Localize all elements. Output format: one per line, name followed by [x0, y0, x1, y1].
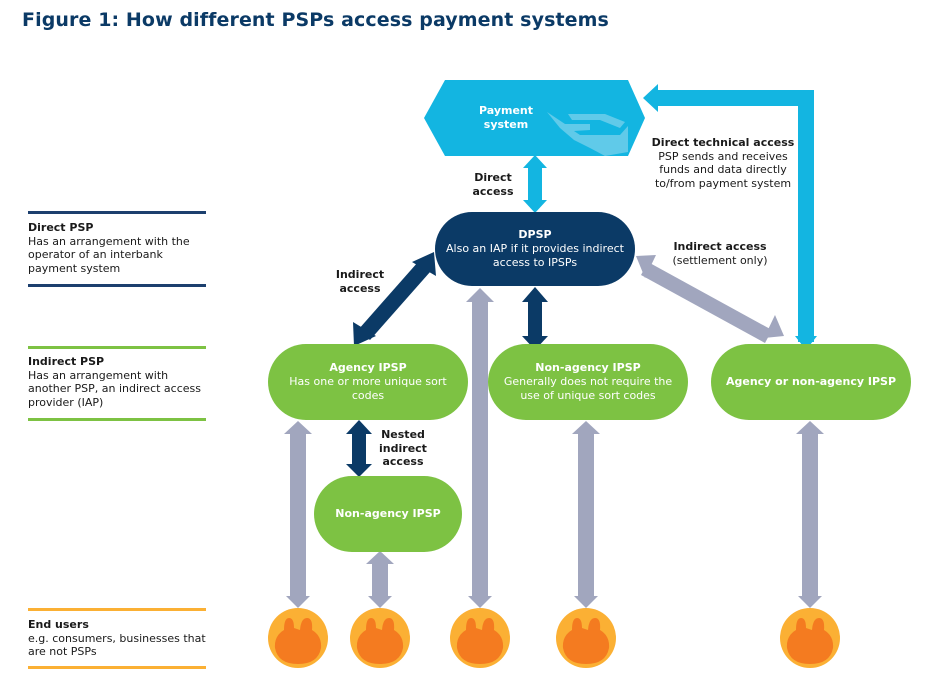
legend-end-rule-top: [28, 608, 206, 611]
legend-end-users-text: e.g. consumers, businesses that are not …: [28, 631, 206, 659]
legend-indirect-text: Has an arrangement with another PSP, an …: [28, 368, 202, 409]
nested-non-agency-ipsp-heading: Non-agency IPSP: [335, 507, 441, 520]
indirect-settlement-label: Indirect access (settlement only): [660, 240, 780, 267]
dpsp-to-non-agency-arrow: [522, 287, 548, 350]
non-agency-ipsp-heading: Non-agency IPSP: [535, 361, 641, 374]
dpsp-node: [435, 212, 635, 286]
direct-access-label: Direct access: [472, 171, 514, 198]
non-agency-ipsp-text: Generally does not require the use of un…: [503, 375, 673, 402]
legend-indirect-rule-bottom: [28, 418, 206, 421]
nested-access-label: Nested indirect access: [379, 428, 427, 468]
legend-indirect-rule-top: [28, 346, 206, 349]
indirect-settlement-text: (settlement only): [672, 253, 768, 267]
payment-system-label: Payment system: [470, 96, 542, 140]
people-silhouette: [786, 618, 834, 664]
nested-access-arrow: [346, 420, 372, 477]
end-user-people-icon: [350, 608, 410, 668]
agency-or-non-agency-ipsp-node: [711, 344, 911, 420]
dpsp-heading: DPSP: [518, 228, 552, 241]
people-silhouette: [274, 618, 322, 664]
indirect-access-label: Indirect access: [335, 268, 385, 295]
legend-end-users: End users e.g. consumers, businesses tha…: [28, 618, 206, 659]
end-user-access-arrows: [284, 288, 824, 608]
legend-direct-text: Has an arrangement with the operator of …: [28, 234, 190, 275]
direct-technical-label: Direct technical access PSP sends and re…: [648, 136, 798, 190]
non-agency-ipsp-label: Non-agency IPSP Generally does not requi…: [500, 352, 676, 412]
agency-ipsp-label: Agency IPSP Has one or more unique sort …: [285, 352, 451, 412]
non-agency-ipsp-node: [488, 344, 688, 420]
people-silhouette: [356, 618, 404, 664]
hand-icon: [547, 112, 628, 156]
nested-non-agency-ipsp-node: [314, 476, 462, 552]
end-users-row: [268, 608, 840, 668]
payment-system-node: [424, 80, 645, 156]
figure-title: Figure 1: How different PSPs access paym…: [22, 9, 609, 31]
agency-ipsp-node: [268, 344, 468, 420]
end-user-people-icon: [556, 608, 616, 668]
dpsp-text: Also an IAP if it provides indirect acce…: [446, 242, 624, 269]
direct-technical-text: PSP sends and receives funds and data di…: [654, 149, 792, 190]
legend-end-rule-bottom: [28, 666, 206, 669]
legend-indirect-psp: Indirect PSP Has an arrangement with ano…: [28, 355, 206, 409]
agency-or-non-agency-ipsp-label: Agency or non-agency IPSP: [721, 352, 901, 412]
payment-system-label-text: Payment system: [478, 104, 534, 131]
dpsp-label: DPSP Also an IAP if it provides indirect…: [445, 220, 625, 278]
direct-access-arrow: [523, 155, 547, 213]
direct-technical-heading: Direct technical access: [651, 136, 795, 149]
legend-indirect-heading: Indirect PSP: [28, 355, 105, 368]
agency-or-non-agency-ipsp-heading: Agency or non-agency IPSP: [725, 375, 897, 388]
end-user-people-icon: [450, 608, 510, 668]
people-silhouette: [562, 618, 610, 664]
agency-ipsp-heading: Agency IPSP: [329, 361, 407, 374]
legend-end-users-heading: End users: [28, 618, 89, 631]
legend-direct-heading: Direct PSP: [28, 221, 94, 234]
legend-direct-rule-bottom: [28, 284, 206, 287]
indirect-settlement-heading: Indirect access: [673, 240, 767, 253]
legend-direct-rule-top: [28, 211, 206, 214]
indirect-access-arrow: [353, 252, 436, 346]
nested-non-agency-ipsp-label: Non-agency IPSP: [318, 484, 458, 544]
people-silhouette: [456, 618, 504, 664]
end-user-people-icon: [780, 608, 840, 668]
direct-technical-access-arrow: [643, 84, 817, 350]
agency-ipsp-text: Has one or more unique sort codes: [289, 375, 447, 402]
legend-direct-psp: Direct PSP Has an arrangement with the o…: [28, 221, 206, 275]
end-user-people-icon: [268, 608, 328, 668]
indirect-settlement-arrow: [636, 255, 784, 343]
